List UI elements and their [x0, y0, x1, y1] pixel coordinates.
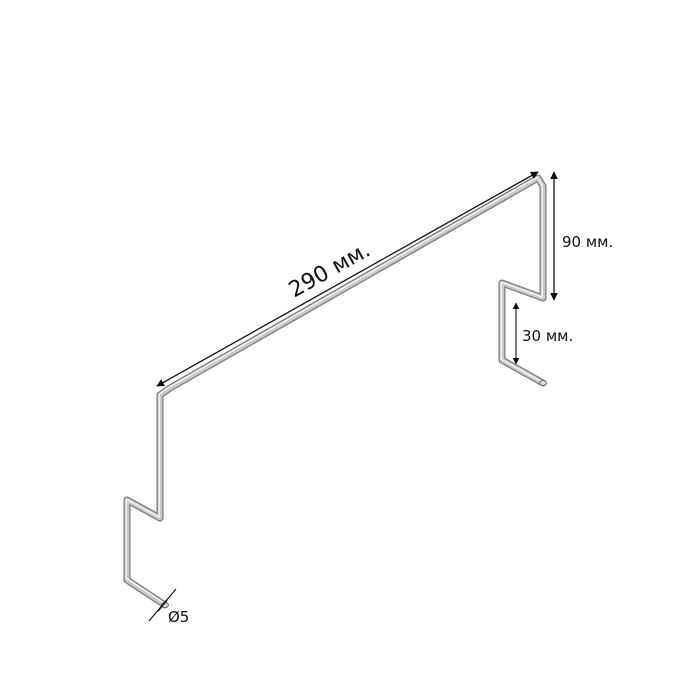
- wire-edge: [123, 174, 547, 609]
- wire-highlight: [125, 176, 543, 604]
- wire-end-right: [539, 380, 547, 386]
- height-dimension: 90 мм.: [550, 171, 613, 301]
- wire-bracket: [123, 174, 547, 609]
- step-label: 30 мм.: [522, 327, 573, 345]
- diameter-tick: [157, 599, 168, 612]
- step-dimension: 30 мм.: [512, 302, 573, 365]
- height-label: 90 мм.: [562, 233, 613, 251]
- length-dimension: 290 мм.: [156, 171, 539, 387]
- diameter-label: Ø5: [168, 608, 189, 626]
- diameter-callout: Ø5: [148, 588, 189, 626]
- length-dimension-line: [156, 171, 539, 387]
- wire-body: [124, 175, 546, 608]
